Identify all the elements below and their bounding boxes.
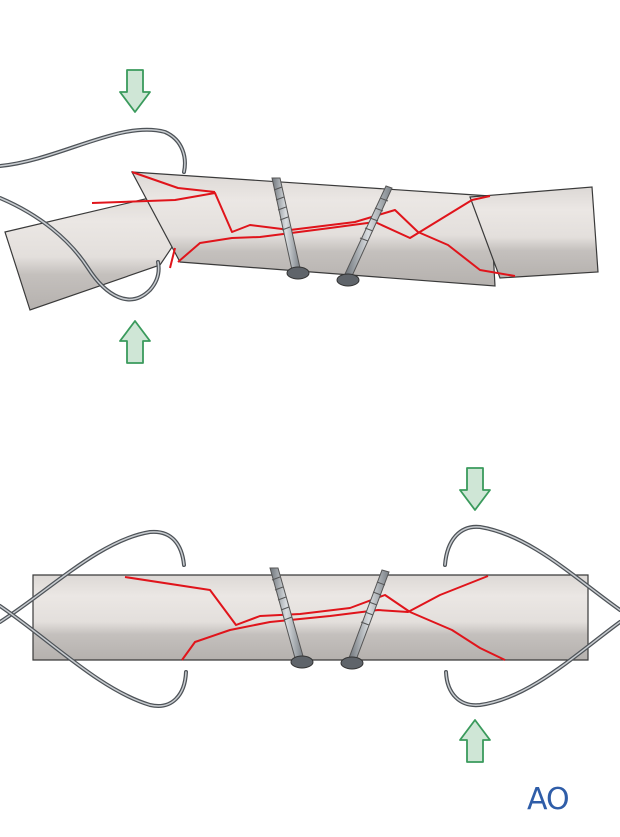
lag-screw-left: [271, 177, 310, 280]
fracture-line: [169, 247, 176, 269]
top-panel: [0, 69, 599, 364]
lag-screw-right: [336, 185, 393, 287]
bone-fragment-right: [469, 186, 599, 279]
screw-head: [336, 273, 360, 287]
screw-thread: [273, 186, 291, 231]
screw-head: [340, 656, 364, 670]
fracture-line: [91, 192, 419, 233]
screw-head: [290, 655, 314, 669]
forceps-jaw-upper-highlight: [0, 531, 185, 623]
arrow-down-icon: [119, 69, 151, 113]
screw-head: [286, 266, 310, 280]
forceps-jaw-lower-highlight: [445, 621, 620, 706]
bottom-panel: [0, 467, 620, 763]
screw-thread: [271, 576, 293, 621]
forceps-jaw-lower-highlight: [0, 605, 187, 707]
fracture-line: [177, 195, 491, 263]
fracture-line: [417, 231, 516, 277]
fracture-line: [409, 611, 506, 661]
fracture-lines: [91, 171, 516, 277]
reduction-forceps-top: [0, 127, 187, 302]
forceps-jaw-lower-highlight: [0, 197, 160, 301]
fracture-line: [181, 575, 489, 661]
bone-fragment-main: [130, 171, 496, 287]
arrow-up-icon: [119, 320, 151, 364]
screw-thread: [360, 581, 386, 626]
ao-logo: AO: [527, 783, 570, 813]
forceps-jaw-upper-highlight: [0, 129, 186, 173]
fracture-line: [131, 171, 216, 193]
screw-thread: [359, 197, 389, 242]
lag-screw-right: [340, 569, 390, 670]
forceps-jaw-upper: [0, 127, 187, 174]
reduction-forceps-left: [0, 529, 188, 708]
reduction-forceps-right: [443, 524, 620, 708]
arrow-up-icon: [459, 719, 491, 763]
forceps-jaw-upper-highlight: [444, 526, 620, 611]
arrow-down-icon: [459, 467, 491, 511]
lag-screw-left: [269, 567, 314, 669]
ao-logo-text: AO: [527, 783, 569, 813]
